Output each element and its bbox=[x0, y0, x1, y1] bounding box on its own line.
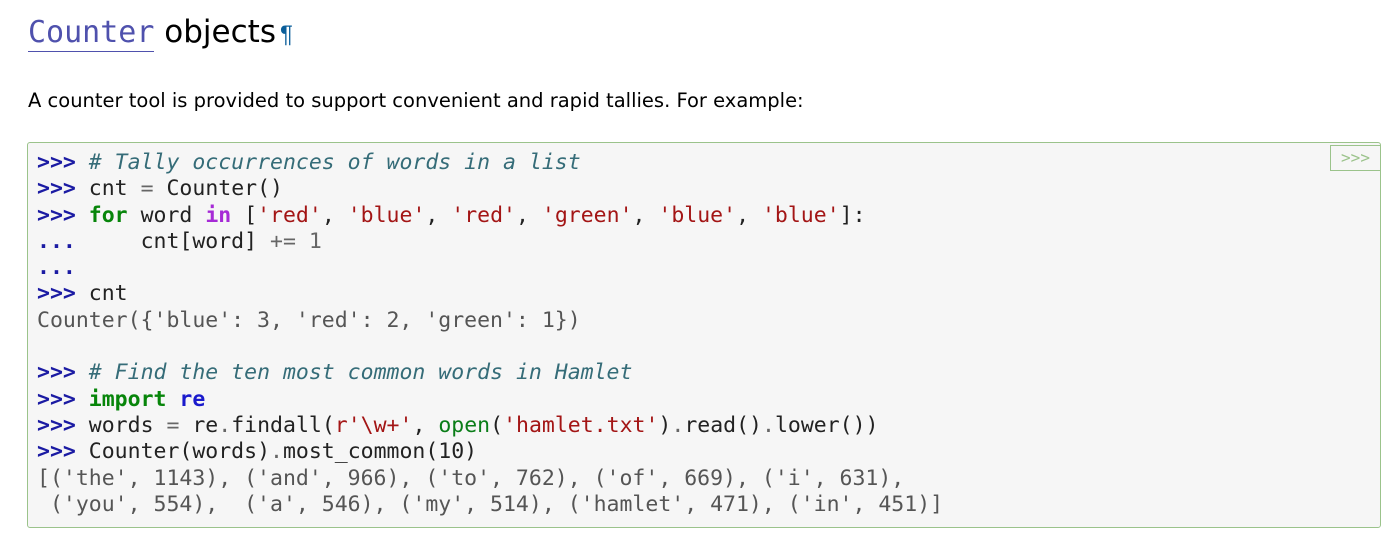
section-heading: Counter objects¶ bbox=[28, 6, 293, 60]
builtin-open: open bbox=[438, 412, 491, 438]
code-token: ]: bbox=[839, 202, 866, 228]
code-output: ('you', 554), ('a', 546), ('my', 514), (… bbox=[37, 491, 944, 517]
code-token: ( bbox=[490, 412, 504, 438]
prompt: >>> bbox=[37, 360, 76, 386]
code-line-blank bbox=[37, 334, 943, 360]
keyword-in: in bbox=[205, 202, 232, 228]
code-token: . bbox=[270, 439, 283, 465]
code-token: . bbox=[671, 412, 685, 438]
code-token: , bbox=[736, 202, 762, 228]
code-token: += bbox=[270, 228, 296, 254]
continuation-prompt: ... bbox=[37, 228, 76, 254]
code-output-1: Counter({'blue': 3, 'red': 2, 'green': 1… bbox=[37, 308, 943, 334]
permalink-pilcrow-icon[interactable]: ¶ bbox=[279, 21, 293, 48]
code-line-6: >>> cnt bbox=[37, 281, 943, 307]
code-token: 1 bbox=[295, 228, 322, 254]
toggle-prompt-button[interactable]: >>> bbox=[1330, 145, 1380, 171]
code-token: , bbox=[516, 202, 542, 228]
code-token: Counter(words) bbox=[88, 439, 271, 465]
indent bbox=[89, 229, 141, 254]
keyword-import: import bbox=[88, 386, 167, 412]
code-token: cnt bbox=[88, 281, 128, 307]
code-token: , bbox=[412, 412, 439, 438]
code-line-2: >>> cnt = Counter() bbox=[37, 176, 943, 202]
code-listing: >>> # Tally occurrences of words in a li… bbox=[37, 150, 943, 518]
code-token: , bbox=[425, 202, 452, 228]
code-token: words bbox=[88, 412, 167, 438]
prompt: >>> bbox=[37, 150, 76, 175]
code-output: [('the', 1143), ('and', 966), ('to', 762… bbox=[37, 465, 905, 491]
code-output-2b: ('you', 554), ('a', 546), ('my', 514), (… bbox=[37, 492, 943, 518]
code-token: , bbox=[632, 202, 659, 228]
string-literal: 'blue' bbox=[347, 202, 426, 228]
string-literal: 'hamlet.txt' bbox=[503, 412, 659, 438]
string-literal: 'blue' bbox=[658, 202, 737, 228]
code-line-8: >>> # Find the ten most common words in … bbox=[37, 360, 943, 386]
code-token: most_common(10) bbox=[282, 439, 478, 465]
code-token: . bbox=[218, 412, 232, 438]
string-literal: 'red' bbox=[451, 202, 517, 228]
string-literal: 'green' bbox=[541, 202, 633, 228]
heading-text: objects bbox=[154, 14, 276, 50]
keyword-for: for bbox=[88, 202, 128, 228]
prompt: >>> bbox=[37, 412, 76, 438]
code-token: findall( bbox=[231, 412, 335, 438]
code-token: = bbox=[127, 176, 167, 202]
code-line-1: >>> # Tally occurrences of words in a li… bbox=[37, 150, 943, 176]
code-token: . bbox=[762, 412, 775, 438]
code-example-block: >>> >>> # Tally occurrences of words in … bbox=[27, 142, 1381, 528]
prompt: >>> bbox=[37, 281, 76, 307]
code-token: Counter() bbox=[166, 176, 283, 202]
prompt: >>> bbox=[37, 176, 76, 202]
code-token: word bbox=[127, 202, 206, 228]
code-token: cnt bbox=[88, 176, 128, 202]
code-token: cnt[word] bbox=[140, 228, 271, 254]
prompt: >>> bbox=[37, 439, 76, 465]
intro-paragraph: A counter tool is provided to support co… bbox=[28, 89, 804, 112]
string-literal: 'red' bbox=[257, 202, 322, 228]
code-token: , bbox=[321, 202, 348, 228]
counter-class-link[interactable]: Counter bbox=[28, 15, 155, 52]
code-token: re bbox=[179, 412, 219, 438]
continuation-prompt: ... bbox=[37, 255, 76, 281]
code-line-9: >>> import re bbox=[37, 387, 943, 413]
prompt: >>> bbox=[37, 386, 76, 412]
string-literal: 'blue' bbox=[761, 202, 840, 228]
code-token: = bbox=[166, 412, 180, 438]
code-token: ) bbox=[658, 412, 672, 438]
code-line-11: >>> Counter(words).most_common(10) bbox=[37, 439, 943, 465]
code-output: Counter({'blue': 3, 'red': 2, 'green': 1… bbox=[37, 307, 581, 333]
prompt: >>> bbox=[37, 202, 76, 228]
code-line-5: ... bbox=[37, 255, 943, 281]
code-line-10: >>> words = re.findall(r'\w+', open('ham… bbox=[37, 413, 943, 439]
string-literal: r'\w+' bbox=[334, 412, 413, 438]
code-line-4: ... cnt[word] += 1 bbox=[37, 229, 943, 255]
code-token: read() bbox=[684, 412, 762, 438]
code-output-2a: [('the', 1143), ('and', 966), ('to', 762… bbox=[37, 466, 943, 492]
comment: # Find the ten most common words in Haml… bbox=[88, 360, 633, 386]
code-token: [ bbox=[231, 202, 258, 228]
code-token: lower()) bbox=[774, 412, 879, 438]
code-line-3: >>> for word in ['red', 'blue', 'red', '… bbox=[37, 203, 943, 229]
module-name: re bbox=[179, 386, 206, 412]
comment: # Tally occurrences of words in a list bbox=[88, 150, 581, 175]
